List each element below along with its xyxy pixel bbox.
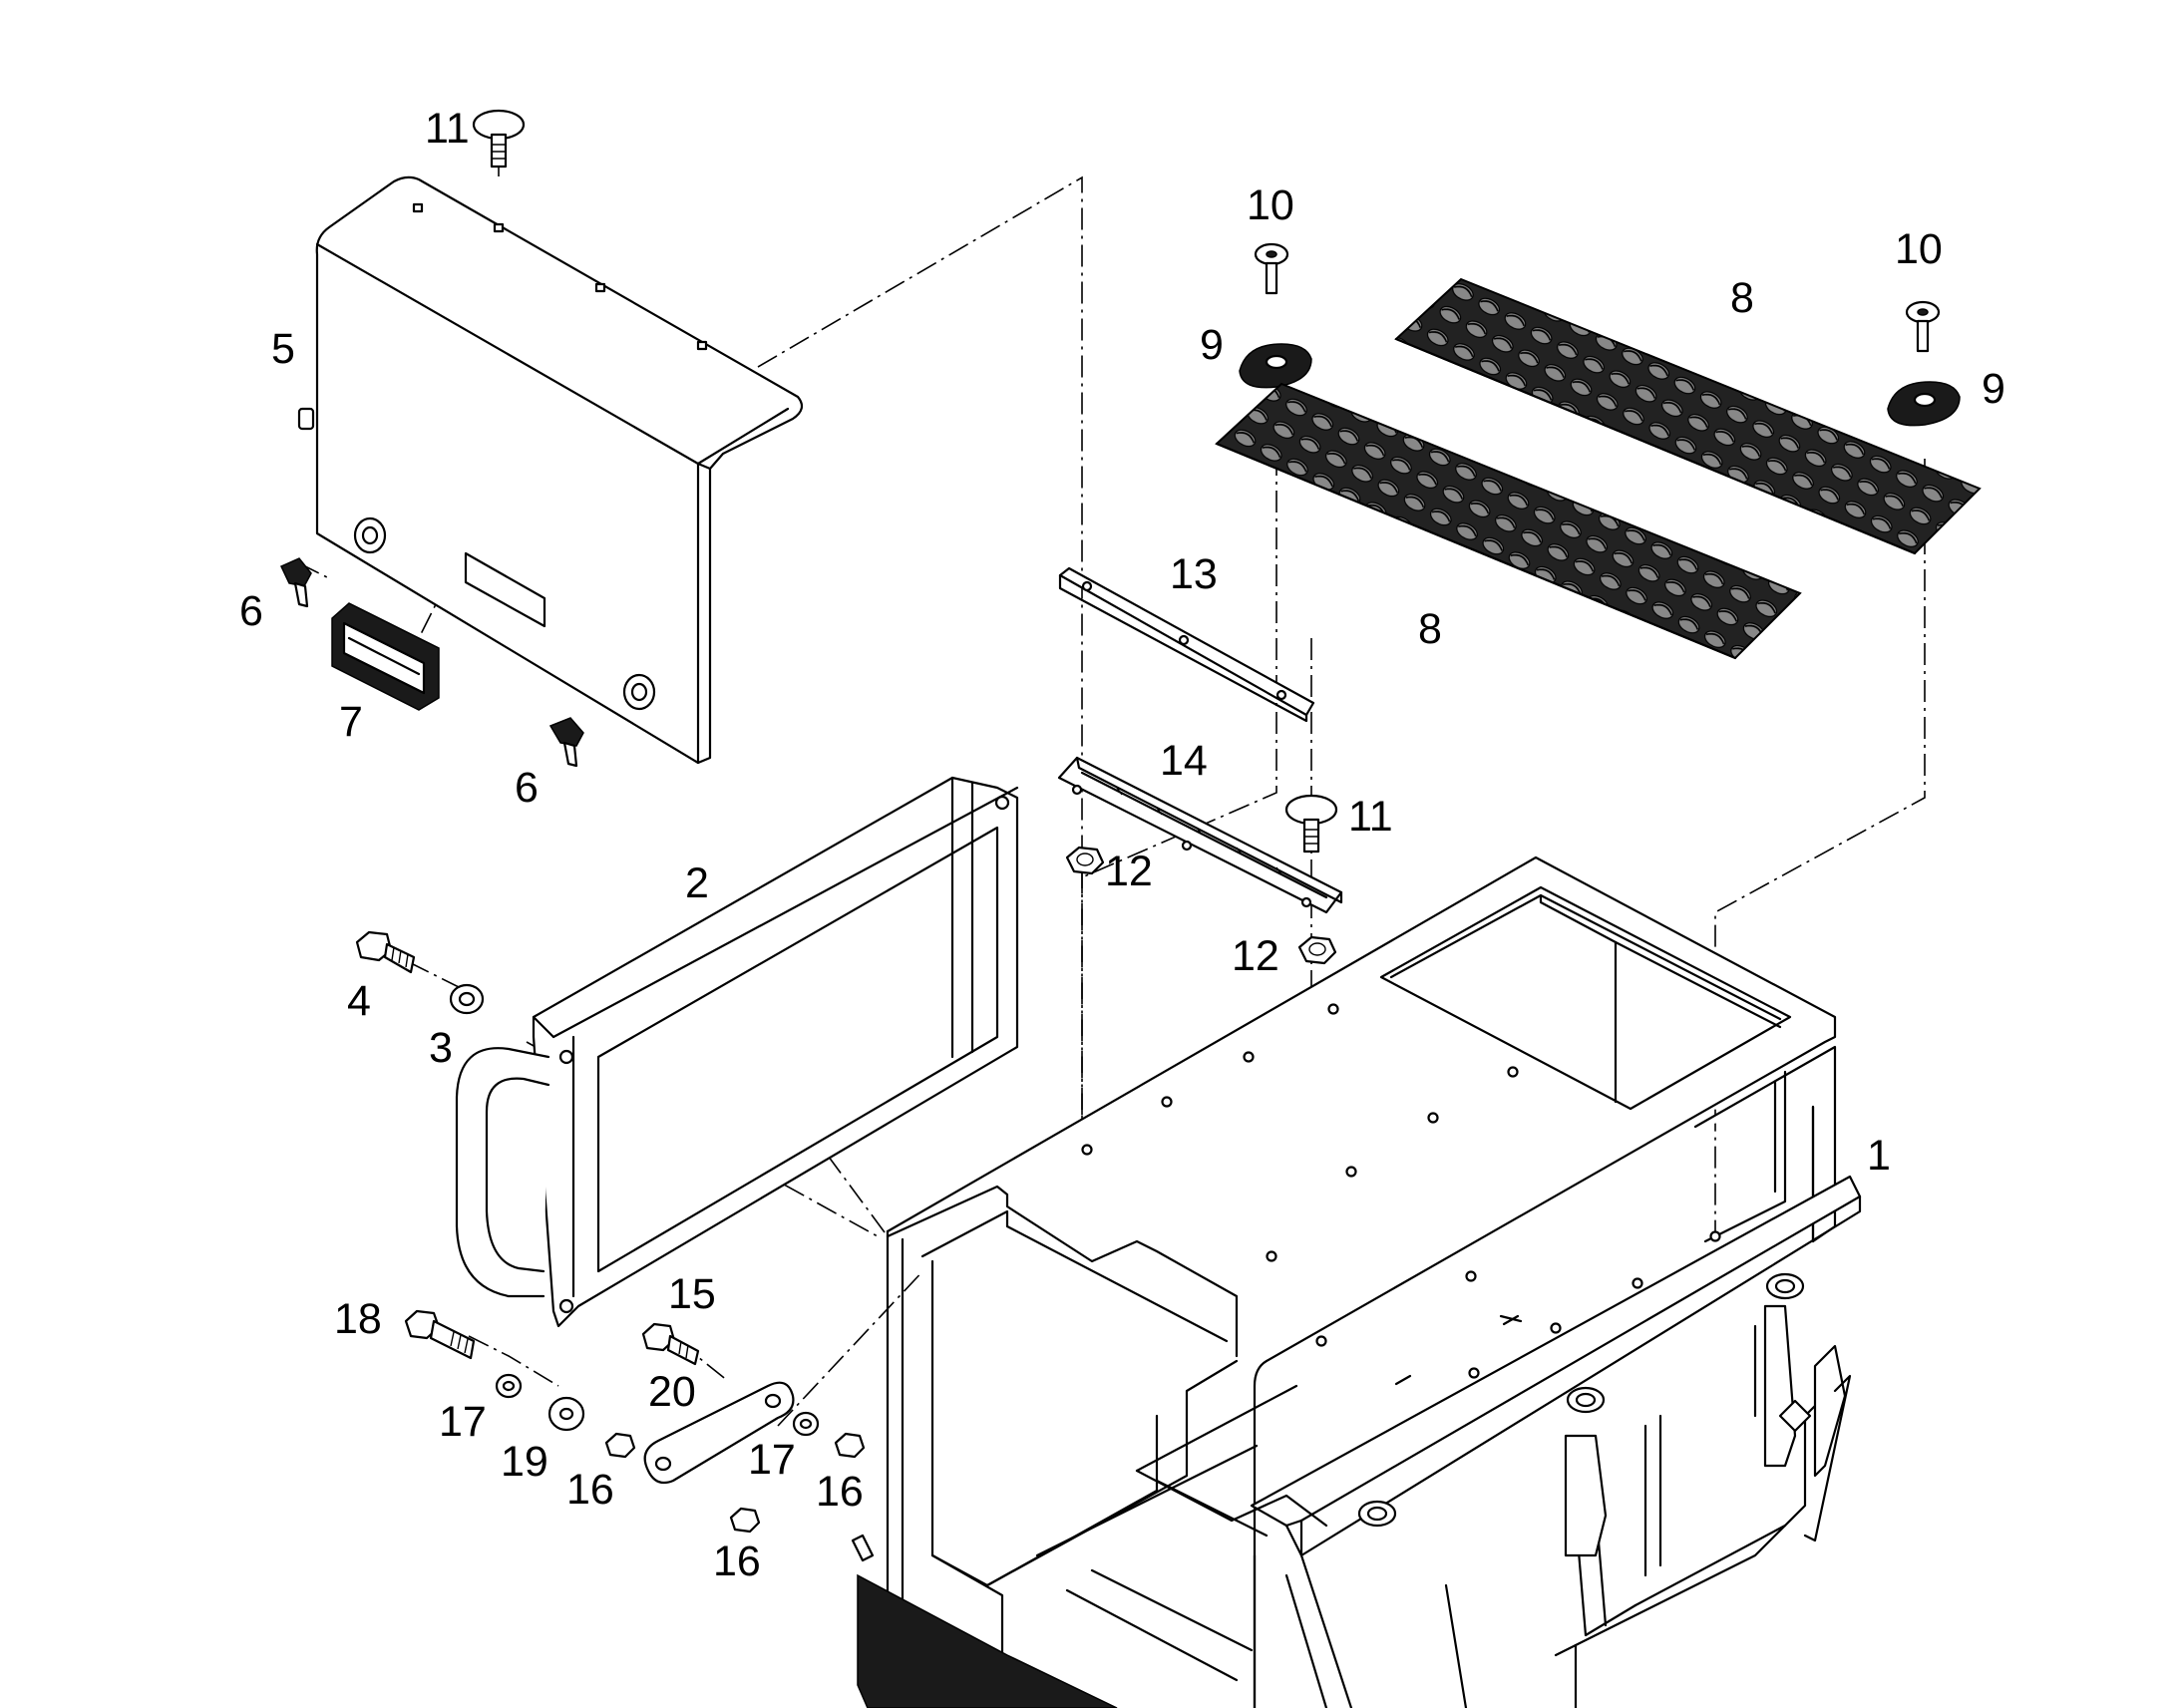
part-12-nut-upper	[1065, 846, 1105, 875]
callout-18: 18	[334, 1295, 382, 1343]
callout-12-lower: 12	[1232, 932, 1279, 980]
callout-2: 2	[685, 859, 709, 907]
part-8-mat-upper	[1394, 277, 1982, 555]
part-17-washer-right	[792, 1411, 820, 1437]
part-4-hex-bolt	[355, 930, 416, 974]
part-9-clamp-left	[1239, 343, 1312, 389]
part-10-screw-right	[1905, 300, 1941, 353]
callout-10-right: 10	[1895, 225, 1943, 273]
part-10-screw-left	[1254, 242, 1289, 295]
callout-15: 15	[668, 1270, 716, 1318]
part-7-pull-handle	[331, 602, 440, 711]
callout-14: 14	[1160, 737, 1208, 785]
callout-1: 1	[1867, 1132, 1891, 1180]
part-1-main-frame	[851, 855, 1862, 1708]
callout-9-right: 9	[1982, 365, 2005, 413]
part-11-carriage-bolt-mid	[1284, 794, 1338, 854]
part-14-hinge	[1057, 756, 1343, 914]
part-13-strip	[1058, 566, 1315, 723]
callout-6-lower: 6	[515, 764, 539, 812]
part-19-washer	[547, 1396, 585, 1432]
callout-7: 7	[339, 698, 363, 746]
callout-labels: 1 2 3 4 5 6 6 7 8 8 9 9 10 10 11 11 12 1…	[239, 105, 2005, 1585]
part-3-washer	[449, 983, 485, 1015]
callout-8-lower: 8	[1418, 605, 1442, 653]
callout-12-upper: 12	[1105, 848, 1153, 895]
part-15-bolt	[641, 1322, 700, 1366]
part-16-nut-right	[834, 1432, 866, 1459]
callout-9-left: 9	[1200, 321, 1224, 369]
part-8-mat-lower	[1215, 382, 1802, 660]
callout-5: 5	[271, 325, 295, 373]
callout-16-left: 16	[566, 1466, 614, 1514]
callout-17-left: 17	[439, 1398, 487, 1446]
plate-holes	[1081, 1003, 1721, 1379]
part-9-clamp-right	[1887, 381, 1961, 427]
part-5-cover-panel	[297, 175, 804, 765]
part-20-link-bar	[643, 1381, 795, 1485]
part-16-nut-bottom	[729, 1507, 761, 1534]
part-17-washer-left	[495, 1373, 523, 1399]
callout-10-left: 10	[1247, 181, 1294, 229]
grab-handle	[455, 1047, 550, 1298]
callout-8-upper: 8	[1730, 274, 1754, 322]
callout-4: 4	[347, 977, 371, 1025]
part-12-nut-lower	[1297, 935, 1337, 965]
part-16-nut-left	[604, 1432, 636, 1459]
callout-11-mid: 11	[1348, 793, 1393, 841]
callout-19: 19	[501, 1438, 548, 1486]
callout-17-right: 17	[748, 1436, 796, 1484]
callout-16-bottom: 16	[713, 1537, 761, 1585]
callout-11-top: 11	[425, 105, 470, 153]
callout-6-upper: 6	[239, 587, 263, 635]
part-11-carriage-bolt-top	[472, 109, 526, 169]
part-6-latch-lower	[548, 717, 584, 768]
part-18-long-bolt	[404, 1309, 476, 1360]
part-6-latch-upper	[279, 557, 312, 608]
callout-16-right: 16	[816, 1468, 864, 1516]
part-2-step-frame	[532, 776, 1019, 1328]
callout-20: 20	[648, 1368, 696, 1416]
callout-13: 13	[1170, 550, 1218, 598]
callout-3: 3	[429, 1024, 453, 1072]
